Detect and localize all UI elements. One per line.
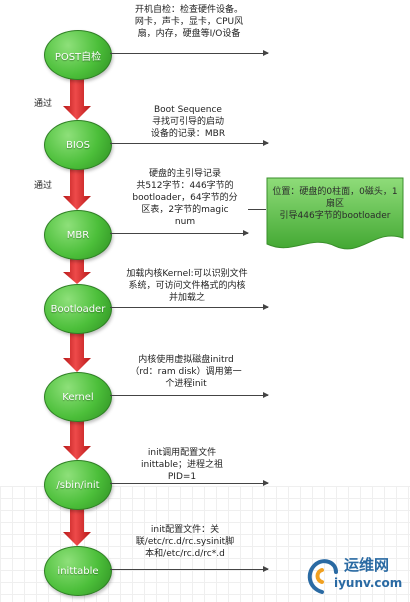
- desc-bootloader: 加载内核Kernel:可以识别文件 系统，可访问文件格式的内核 并加载之: [112, 268, 262, 304]
- desc-bios: Boot Sequence 寻找可引导的启动 设备的记录：MBR: [118, 104, 258, 140]
- desc-kernel-line-2: （rd：ram disk）调用第一: [130, 367, 242, 377]
- desc-bios-line-1: Boot Sequence: [154, 105, 222, 115]
- desc-mbr-line-3: bootloader，64字节的分: [132, 193, 238, 203]
- note-text: 位置：硬盘的0柱面，0磁头，1 扇区 引导446字节的bootloader: [271, 186, 399, 222]
- desc-bootloader-line-3: 并加载之: [168, 293, 205, 303]
- node-bios: BIOS: [44, 120, 112, 170]
- desc-inittable-line-3: 本和/etc/rc.d/rc*.d: [145, 549, 225, 559]
- desc-inittable-line-2: 联/etc/rc.d/rc.sysinit脚: [135, 537, 235, 547]
- watermark-en: iyunv.com: [334, 576, 403, 590]
- watermark-swirl-icon: [307, 559, 338, 594]
- mbr-location-note: 位置：硬盘的0柱面，0磁头，1 扇区 引导446字节的bootloader: [265, 176, 405, 254]
- node-inittable: inittable: [44, 546, 112, 596]
- arrow-init-inittable: [63, 508, 91, 546]
- desc-bios-line-2: 寻找可引导的启动: [151, 117, 224, 127]
- node-bootloader: Bootloader: [44, 284, 112, 334]
- arrow-bios-mbr: [63, 166, 91, 210]
- desc-bootloader-line-2: 系统，可访问文件格式的内核: [128, 281, 246, 291]
- note-connector: [248, 209, 266, 210]
- arrow-bootloader-kernel: [63, 332, 91, 372]
- edge-label-pass-1: 通过: [34, 99, 53, 109]
- desc-post-line-3: 扇，内存，硬盘等I/O设备: [137, 29, 241, 39]
- connector-mbr: [110, 230, 249, 236]
- arrow-mbr-bootloader: [63, 258, 91, 284]
- desc-post: 开机自检：检查硬件设备。 网卡，声卡，显卡，CPU风 扇，内存，硬盘等I/O设备: [114, 4, 264, 40]
- connector-kernel: [110, 392, 269, 398]
- node-post: POST自检: [44, 30, 112, 80]
- desc-post-line-2: 网卡，声卡，显卡，CPU风: [134, 17, 244, 27]
- desc-inittable: init配置文件：关 联/etc/rc.d/rc.sysinit脚 本和/etc…: [112, 524, 258, 560]
- edge-label-pass-2: 通过: [34, 181, 53, 191]
- desc-kernel-line-3: 个进程init: [165, 379, 207, 389]
- desc-mbr-line-5: num: [174, 217, 196, 227]
- desc-mbr-line-4: 区表，2字节的magic: [141, 205, 229, 215]
- watermark-cn: 运维网: [344, 556, 390, 574]
- desc-bios-line-3: 设备的记录：MBR: [150, 129, 226, 139]
- desc-mbr-line-1: 硬盘的主引导记录: [148, 169, 221, 179]
- node-sbin-init: /sbin/init: [44, 460, 112, 510]
- arrow-post-bios: [63, 78, 91, 120]
- watermark-logo: 运维网 iyunv.com: [300, 548, 408, 600]
- note-line-3: 引导446字节的bootloader: [279, 211, 391, 221]
- note-line-1: 位置：硬盘的0柱面，0磁头，1: [272, 187, 398, 197]
- desc-mbr: 硬盘的主引导记录 共512字节：446字节的 bootloader，64字节的分…: [120, 168, 250, 228]
- desc-sbin-init: init调用配置文件 inittable；进程之祖 PID=1: [114, 447, 250, 483]
- arrow-kernel-init: [63, 420, 91, 460]
- desc-sbin-init-line-3: PID=1: [167, 472, 197, 482]
- desc-inittable-line-1: init配置文件：关: [150, 525, 220, 535]
- desc-bootloader-line-1: 加载内核Kernel:可以识别文件: [126, 269, 248, 279]
- desc-sbin-init-line-1: init调用配置文件: [147, 448, 217, 458]
- desc-kernel: 内核使用虚拟磁盘initrd （rd：ram disk）调用第一 个进程init: [114, 354, 258, 390]
- connector-post: [110, 50, 269, 56]
- desc-post-line-1: 开机自检：检查硬件设备。: [134, 5, 243, 15]
- desc-mbr-line-2: 共512字节：446字节的: [136, 181, 234, 191]
- connector-bootloader: [110, 304, 269, 310]
- node-mbr: MBR: [44, 210, 112, 260]
- note-line-2: 扇区: [325, 199, 344, 209]
- desc-kernel-line-1: 内核使用虚拟磁盘initrd: [138, 355, 234, 365]
- node-kernel: Kernel: [44, 372, 112, 422]
- connector-sbin-init: [110, 480, 269, 486]
- note-shape: [266, 177, 404, 250]
- connector-inittable: [110, 566, 269, 572]
- desc-sbin-init-line-2: inittable；进程之祖: [140, 460, 224, 470]
- connector-bios: [110, 140, 269, 146]
